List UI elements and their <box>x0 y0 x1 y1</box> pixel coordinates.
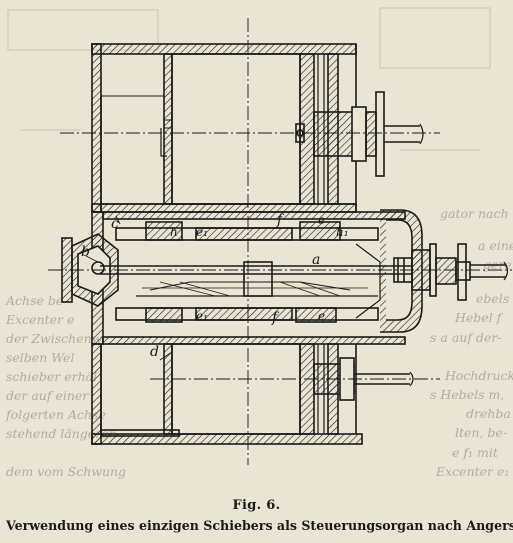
label-e1-top: e₁ <box>196 225 208 239</box>
engine-section-drawing: gator nach a eine gere ebels Hebel f s a… <box>5 7 513 479</box>
ghost-left-1: Achse be <box>5 293 63 308</box>
ghost-left-7: folgerten Achse <box>5 407 106 422</box>
center-lines <box>48 18 512 465</box>
ghost-line-10: lten, be- <box>455 425 507 440</box>
label-a: a <box>312 252 320 268</box>
ghost-line-4: ebels <box>476 291 509 306</box>
ghost-line-6: s a auf der- <box>430 330 502 345</box>
ghost-left-5: schieber erhäl <box>6 369 97 384</box>
ghost-line-8: s Hebels m, <box>430 387 504 402</box>
label-h: h <box>170 225 178 239</box>
ghost-line-12: Excenter e₁ <box>435 464 509 479</box>
part-labels: b c h e₁ f e h₁ a e₁ f e d <box>81 212 349 360</box>
ghost-left-4: selben Wel <box>6 350 74 365</box>
label-f-bottom: f <box>271 310 280 326</box>
label-c: c <box>111 216 119 232</box>
ghost-line-11: e f₁ mit <box>452 445 499 460</box>
label-e-top: e <box>318 213 325 227</box>
ghost-line-2: a eine <box>478 238 513 253</box>
ghost-left-2: Excenter e <box>5 312 74 327</box>
valve-spindle <box>100 243 509 301</box>
figure-caption: Verwendung eines einzigen Schiebers als … <box>6 518 513 533</box>
label-e-bottom: e <box>318 309 325 323</box>
label-e1-bottom: e₁ <box>196 309 208 323</box>
ghost-line-9: drehba <box>466 406 511 421</box>
ghost-line-7: Hochdruck- <box>444 368 513 383</box>
leader-lines <box>85 215 173 361</box>
ghost-left-3: der Zwischenw <box>6 331 103 346</box>
ghost-left-8: stehend längeren <box>6 426 117 441</box>
lower-cylinder <box>91 343 414 445</box>
show-through-text: gator nach a eine gere ebels Hebel f s a… <box>5 7 513 479</box>
label-b: b <box>81 244 90 260</box>
upper-piston-rod <box>295 91 424 177</box>
ghost-line-1: gator nach <box>440 206 509 221</box>
valve-chest <box>91 209 423 345</box>
label-d: d <box>150 344 159 360</box>
label-f-top: f <box>276 212 285 228</box>
ghost-line-5: Hebel f <box>454 310 504 325</box>
ghost-left-9: dem vom Schwung <box>6 464 126 479</box>
ghost-left-6: der auf einer <box>6 388 89 403</box>
figure-number: Fig. 6. <box>232 498 281 513</box>
label-h1: h₁ <box>336 225 349 239</box>
